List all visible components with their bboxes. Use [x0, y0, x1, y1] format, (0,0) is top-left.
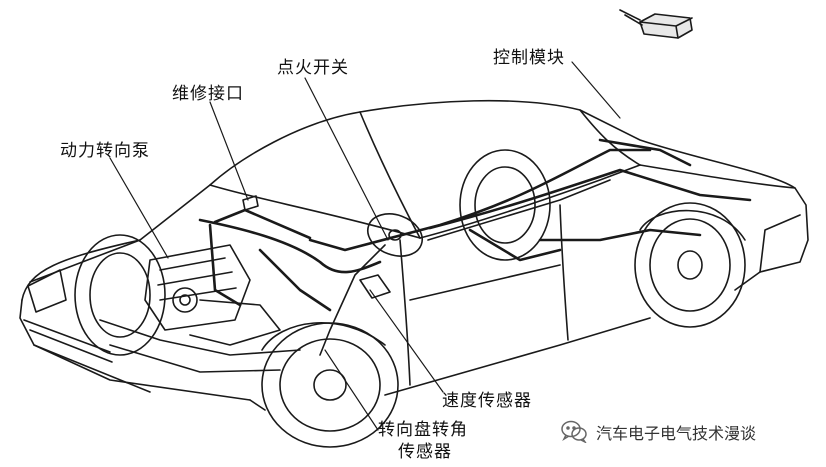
watermark-text: 汽车电子电气技术漫谈: [596, 424, 757, 443]
label-control-module: 控制模块: [493, 48, 565, 68]
watermark: 汽车电子电气技术漫谈: [560, 419, 756, 445]
label-steering-angle-sensor-line2: 传感器: [398, 442, 452, 462]
leader-lines: [109, 61, 621, 431]
control-module: [619, 9, 693, 39]
label-ignition-switch: 点火开关: [277, 58, 349, 78]
speed-sensor-assembly: [359, 274, 391, 299]
wechat-icon: [560, 420, 588, 444]
label-steering-angle-sensor: 转向盘转角 传感器: [378, 419, 468, 463]
engine-block: [99, 244, 301, 373]
steering-wheel: [319, 213, 423, 356]
label-steering-angle-sensor-line1: 转向盘转角: [378, 420, 468, 440]
label-speed-sensor: 速度传感器: [442, 391, 532, 411]
car-body: [19, 99, 809, 411]
label-service-port: 维修接口: [172, 84, 244, 104]
front-wheel: [261, 322, 399, 448]
wiring-harness: [198, 138, 752, 312]
label-power-steering-pump: 动力转向泵: [60, 141, 150, 161]
service-port: [242, 195, 259, 211]
rear-wheel: [634, 202, 746, 328]
front-left-wheel: [74, 234, 198, 356]
rear-left-wheel: [459, 149, 551, 261]
